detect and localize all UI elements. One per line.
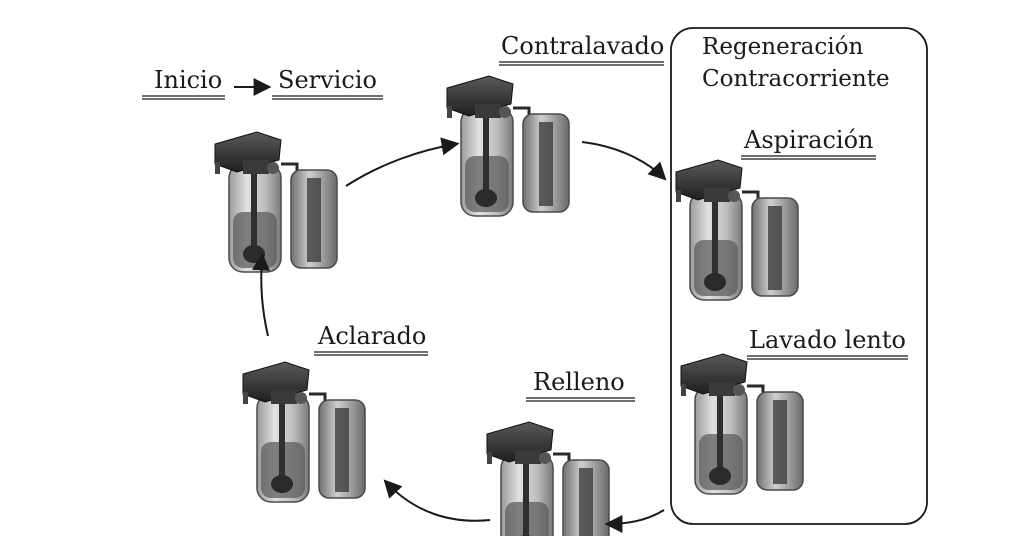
unit-aclarado — [241, 360, 367, 504]
arrow-servicio-contralavado — [345, 137, 460, 187]
unit-contralavado — [445, 74, 571, 218]
label-relleno: Relleno — [533, 368, 625, 396]
label-servicio: Servicio — [278, 66, 377, 94]
arrow-aclarado-servicio — [252, 252, 271, 337]
arrow-regeneracion-relleno — [604, 509, 665, 533]
label-aspiracion: Aspiración — [743, 126, 874, 154]
unit-aspiracion — [674, 158, 800, 302]
arrow-contralavado-regeneracion — [581, 141, 667, 181]
arrow-relleno-aclarado — [383, 479, 491, 522]
label-aclarado: Aclarado — [317, 322, 426, 350]
label-contracorriente: Contracorriente — [702, 66, 890, 92]
label-inicio: Inicio — [154, 66, 222, 94]
label-lavado-lento: Lavado lento — [749, 326, 906, 354]
regeneracion-box — [670, 27, 928, 525]
label-regeneracion: Regeneración — [702, 34, 863, 60]
label-contralavado: Contralavado — [501, 32, 664, 60]
unit-servicio — [213, 130, 339, 274]
unit-relleno — [485, 420, 611, 536]
unit-lavado-lento — [679, 352, 805, 496]
